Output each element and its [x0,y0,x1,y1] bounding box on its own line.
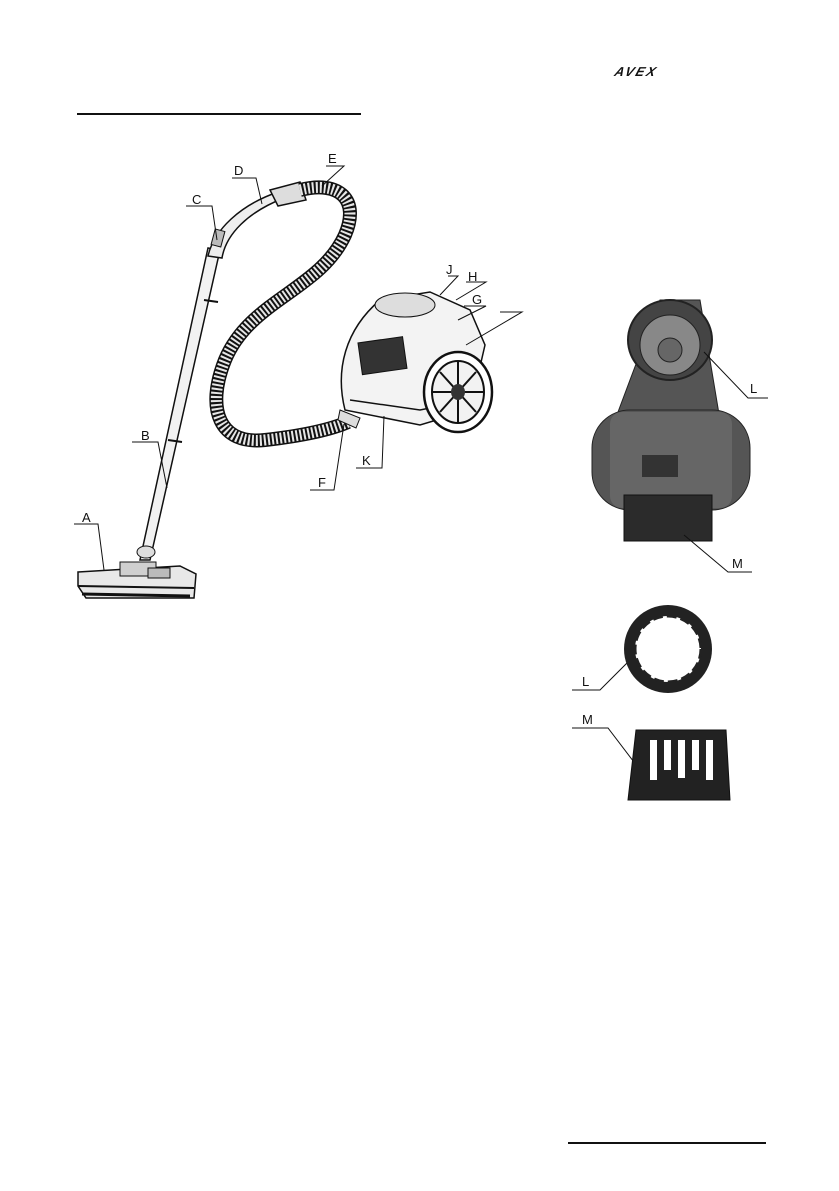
vacuum-back-view [592,300,750,541]
label-g: G [472,292,482,307]
handle [208,182,306,258]
label-m-bottom: M [582,712,593,727]
label-c: C [192,192,201,207]
label-a: A [82,510,91,525]
telescopic-tube [137,248,220,560]
label-e: E [328,151,337,166]
label-k: K [362,453,371,468]
label-j: J [446,262,453,277]
label-f: F [318,475,326,490]
label-d: D [234,163,243,178]
vacuum-body [338,292,492,432]
floor-nozzle [78,562,196,598]
filter-ring [624,605,712,693]
label-l-top: L [750,381,757,396]
label-m-top: M [732,556,743,571]
label-l-bottom: L [582,674,589,689]
label-b: B [141,428,150,443]
grille-piece [628,730,730,800]
label-h: H [468,269,477,284]
